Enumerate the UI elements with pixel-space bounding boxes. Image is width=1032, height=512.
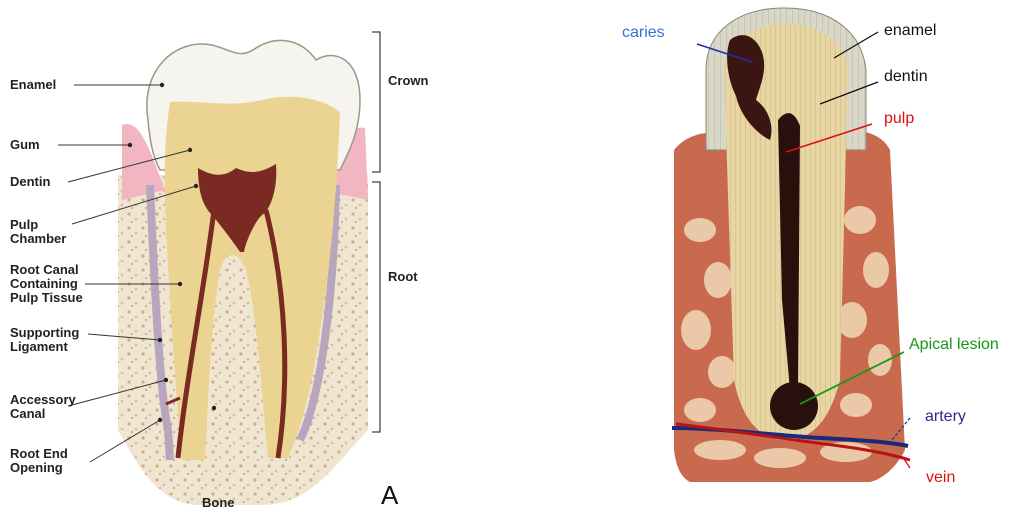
label-vein: vein: [926, 469, 955, 487]
leader-dot: [158, 418, 162, 422]
leader-dot: [188, 148, 192, 152]
leader-dot: [212, 406, 216, 410]
label-enamel-right: enamel: [884, 22, 936, 40]
left-tooth-diagram: [58, 32, 380, 505]
label-bone: Bone: [202, 496, 235, 510]
label-dentin-right: dentin: [884, 68, 928, 86]
label-artery: artery: [925, 408, 966, 426]
label-pulp: pulp: [884, 110, 914, 128]
label-pulp-chamber: Pulp Chamber: [10, 218, 66, 246]
leader-dot: [164, 378, 168, 382]
label-apical-lesion: Apical lesion: [909, 336, 999, 354]
bracket-label-crown: Crown: [388, 74, 428, 88]
leader-dot: [160, 83, 164, 87]
label-enamel: Enamel: [10, 78, 56, 92]
right-tooth-diagram: [672, 8, 910, 482]
leader-dot: [178, 282, 182, 286]
label-gum: Gum: [10, 138, 40, 152]
panel-letter-a: A: [381, 480, 398, 511]
label-supporting-ligament: Supporting Ligament: [10, 326, 79, 354]
bracket-label-root: Root: [388, 270, 418, 284]
crown-bracket: [372, 32, 380, 172]
leader-dot: [194, 184, 198, 188]
leader-dot: [128, 143, 132, 147]
label-dentin: Dentin: [10, 175, 50, 189]
apical-lesion: [770, 382, 818, 430]
root-bracket: [372, 182, 380, 432]
label-caries: caries: [622, 24, 665, 42]
label-root-end-opening: Root End Opening: [10, 447, 68, 475]
label-accessory-canal: Accessory Canal: [10, 393, 76, 421]
leader-dot: [158, 338, 162, 342]
label-root-canal: Root Canal Containing Pulp Tissue: [10, 263, 83, 305]
